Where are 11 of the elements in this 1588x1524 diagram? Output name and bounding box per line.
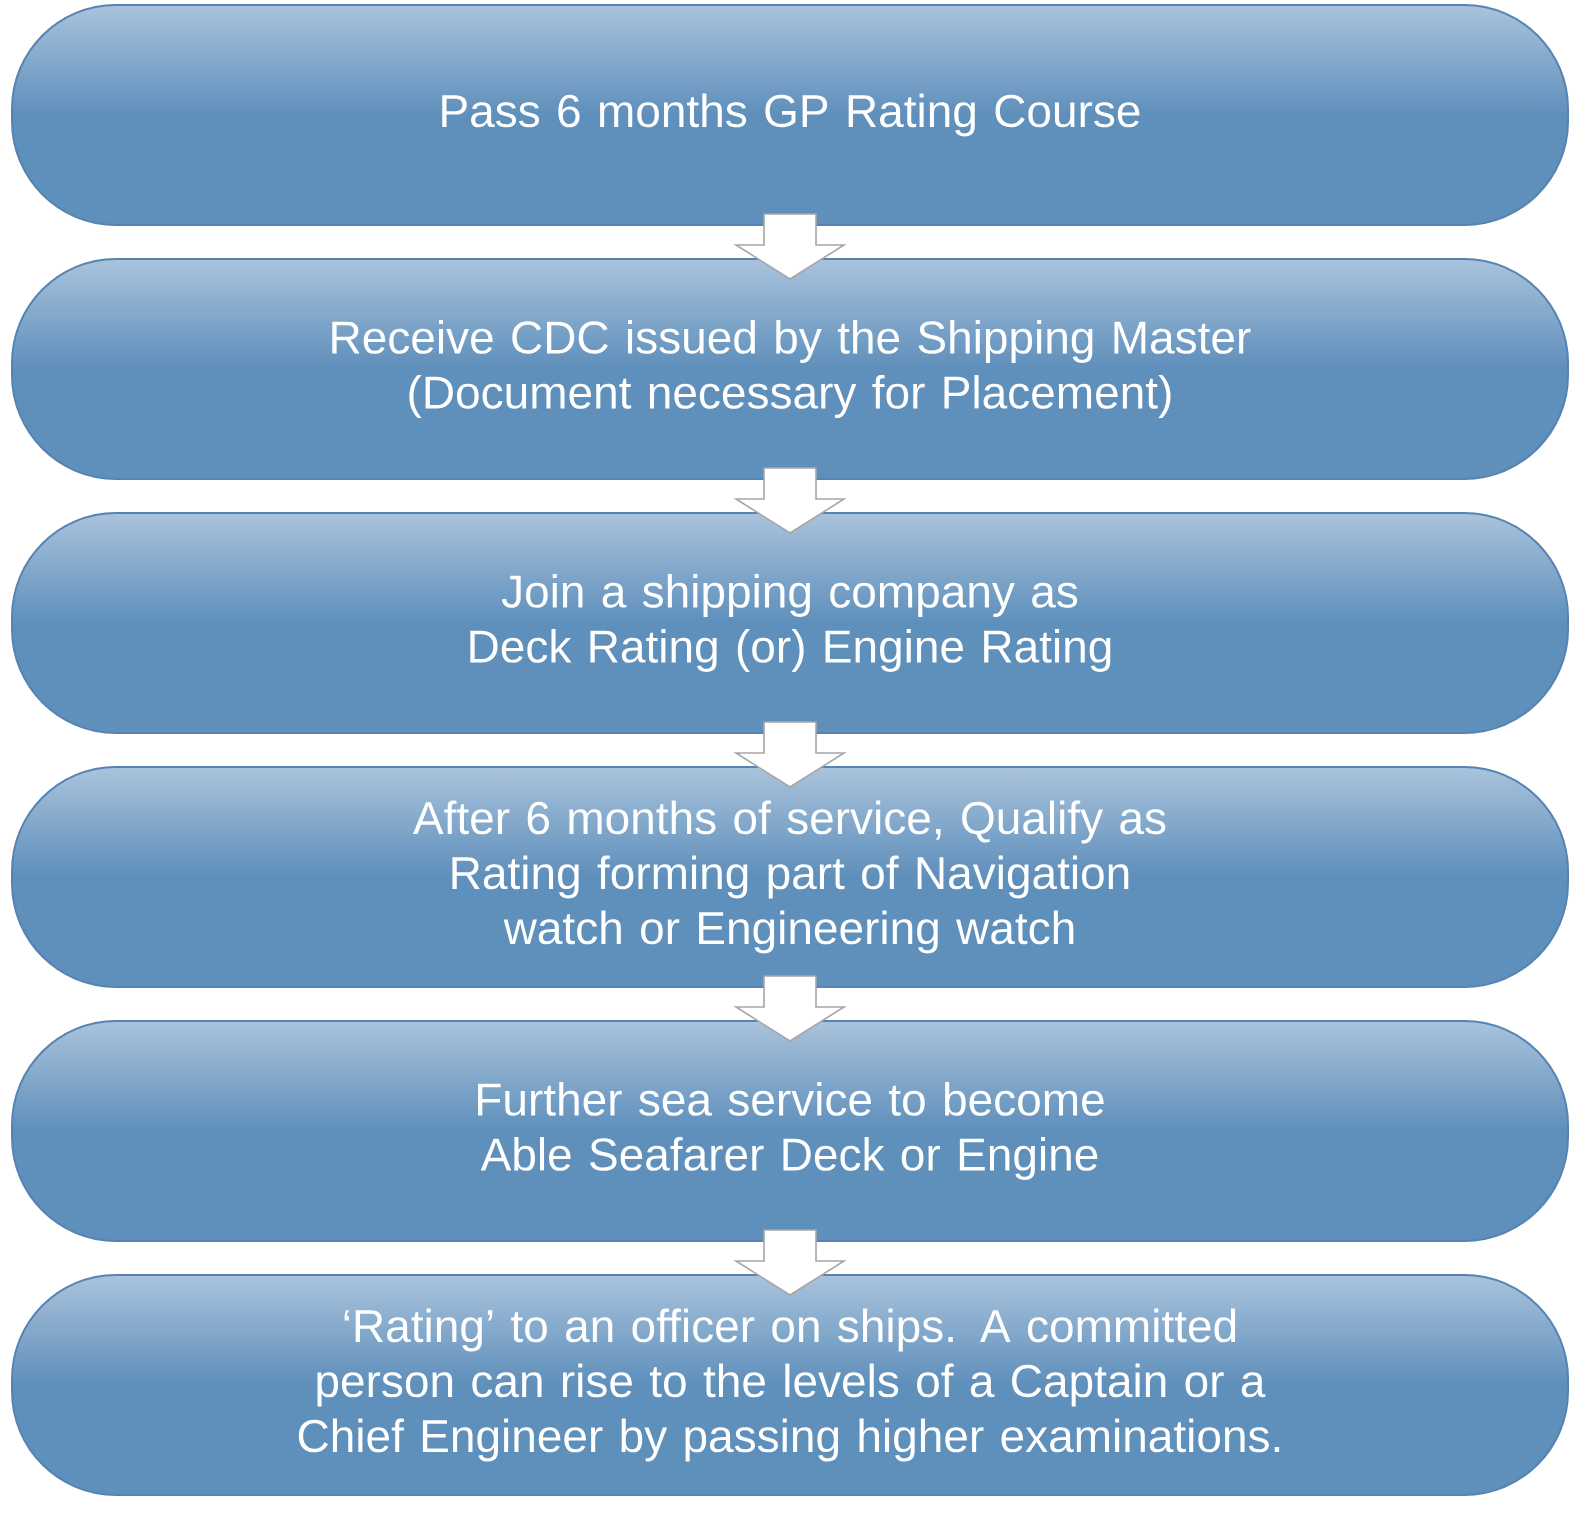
block-arrow bbox=[733, 721, 847, 788]
block-arrow bbox=[733, 975, 847, 1042]
step-box: Join a shipping company as Deck Rating (or) Engine Rating bbox=[11, 512, 1570, 734]
step-box: ‘Rating’ to an officer on ships. A committed person can rise to the levels of a Captain or a Chief Engineer by passing higher examinations. bbox=[11, 1274, 1570, 1496]
block-arrow bbox=[733, 213, 847, 280]
block-arrow bbox=[733, 1229, 847, 1296]
step-box: Further sea service to become Able Seafarer Deck or Engine bbox=[11, 1020, 1570, 1242]
step-box: Pass 6 months GP Rating Course bbox=[11, 4, 1570, 226]
step-box: After 6 months of service, Qualify as Rating forming part of Navigation watch or Engineering watch bbox=[11, 766, 1570, 988]
step-box: Receive CDC issued by the Shipping Master (Document necessary for Placement) bbox=[11, 258, 1570, 480]
block-arrow bbox=[733, 467, 847, 534]
